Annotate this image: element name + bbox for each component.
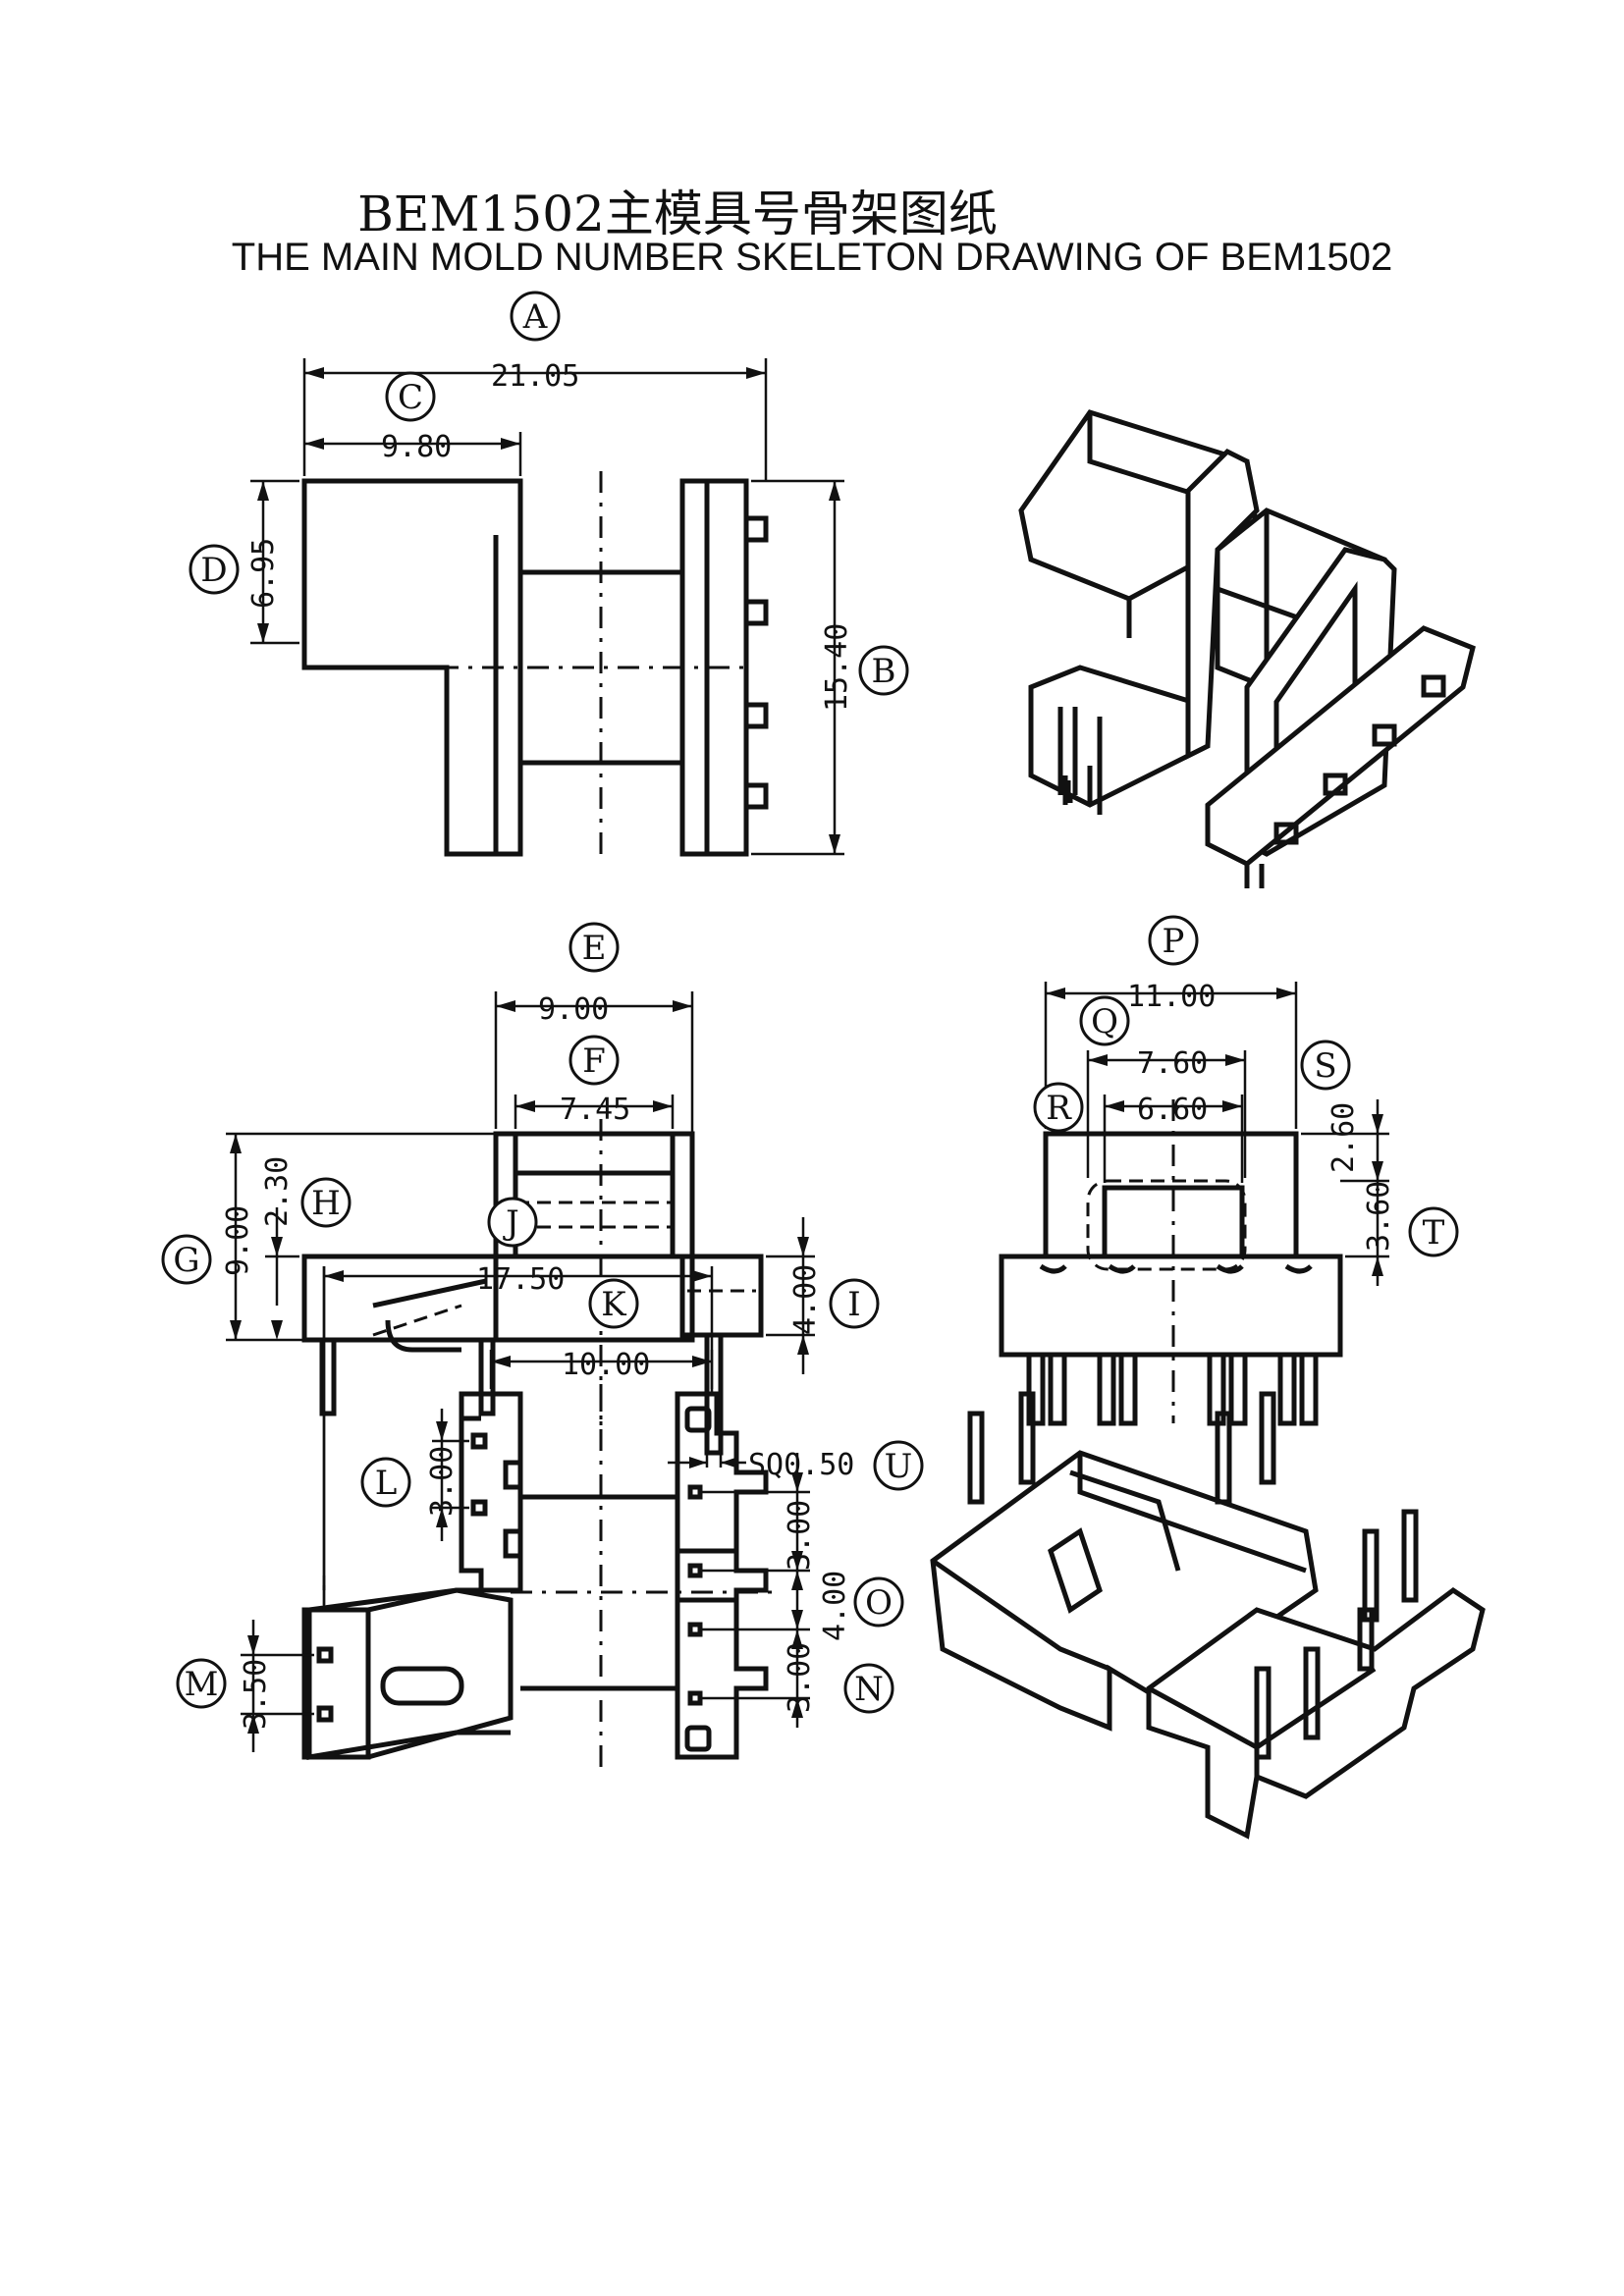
svg-text:T: T — [1423, 1213, 1445, 1253]
dim-s-value: 2.60 — [1326, 1102, 1361, 1173]
label-i: I — [829, 1278, 880, 1329]
dim-l-value: 3.00 — [425, 1446, 460, 1517]
dim-j-value: 17.50 — [476, 1262, 565, 1297]
label-k: K — [588, 1278, 639, 1329]
dim-c-value: 9.80 — [381, 430, 452, 464]
label-b: B — [858, 645, 909, 696]
svg-text:O: O — [865, 1583, 893, 1623]
dim-f-value: 7.45 — [560, 1093, 630, 1127]
label-c: C — [385, 371, 436, 422]
label-s: S — [1300, 1040, 1351, 1091]
label-t: T — [1408, 1206, 1459, 1257]
dim-h-value: 2.30 — [260, 1156, 295, 1227]
svg-text:G: G — [173, 1241, 199, 1280]
label-h: H — [300, 1177, 352, 1228]
dim-g-value: 9.00 — [221, 1205, 255, 1276]
svg-text:H: H — [311, 1184, 341, 1223]
svg-text:I: I — [847, 1285, 860, 1324]
label-q: Q — [1079, 995, 1130, 1046]
side-view — [999, 982, 1389, 1426]
label-j-mark: J — [487, 1197, 538, 1248]
label-r: R — [1033, 1082, 1084, 1133]
svg-text:R: R — [1046, 1089, 1072, 1128]
svg-text:B: B — [872, 652, 896, 691]
svg-text:F: F — [582, 1041, 606, 1081]
dim-t-value: 3.60 — [1362, 1181, 1396, 1252]
dim-r-value: 6.60 — [1137, 1093, 1208, 1127]
label-m: M — [176, 1658, 227, 1709]
svg-text:P: P — [1163, 922, 1185, 961]
dim-e-value: 9.00 — [538, 992, 609, 1027]
svg-text:A: A — [522, 297, 548, 337]
dim-k-value: 10.00 — [562, 1348, 650, 1382]
label-n: N — [843, 1663, 894, 1714]
dim-b-value: 15.40 — [820, 623, 854, 712]
drawing-title-chinese: BEM1502主模具号骨架图纸 — [357, 186, 998, 242]
label-l: L — [360, 1457, 411, 1508]
svg-text:M: M — [185, 1665, 219, 1704]
label-p: P — [1148, 915, 1199, 966]
svg-text:K: K — [601, 1285, 626, 1324]
label-f: F — [568, 1035, 620, 1086]
dim-m-value: 3.50 — [239, 1659, 273, 1730]
dim-n-value: 3.00 — [783, 1642, 817, 1713]
svg-text:E: E — [582, 929, 607, 968]
dim-d-value: 6.95 — [246, 538, 281, 609]
label-a: A — [510, 291, 561, 342]
label-d: D — [189, 544, 240, 595]
label-u: U — [873, 1440, 924, 1491]
svg-text:J: J — [503, 1203, 519, 1243]
svg-text:S: S — [1314, 1046, 1336, 1086]
svg-text:C: C — [398, 378, 423, 417]
label-g: G — [161, 1234, 212, 1285]
svg-text:L: L — [375, 1464, 398, 1503]
bottom-view — [241, 1266, 810, 1767]
top-view — [250, 358, 844, 864]
svg-text:U: U — [885, 1447, 913, 1486]
dim-p-value: 11.00 — [1127, 980, 1216, 1014]
dim-o-value: 4.00 — [818, 1571, 852, 1641]
dim-q-value: 7.60 — [1137, 1046, 1208, 1081]
dim-n-upper-value: 3.00 — [783, 1500, 817, 1571]
svg-text:N: N — [854, 1670, 884, 1709]
dim-i-value: 4.00 — [788, 1264, 823, 1335]
dim-a-value: 21.05 — [491, 359, 579, 394]
label-e: E — [568, 922, 620, 973]
label-o: O — [853, 1576, 904, 1628]
isometric-view-top — [1018, 409, 1476, 888]
svg-text:D: D — [200, 551, 227, 590]
drawing-title-english: THE MAIN MOLD NUMBER SKELETON DRAWING OF… — [231, 236, 1393, 279]
isometric-view-bottom — [930, 1391, 1486, 1840]
svg-text:Q: Q — [1091, 1002, 1118, 1041]
